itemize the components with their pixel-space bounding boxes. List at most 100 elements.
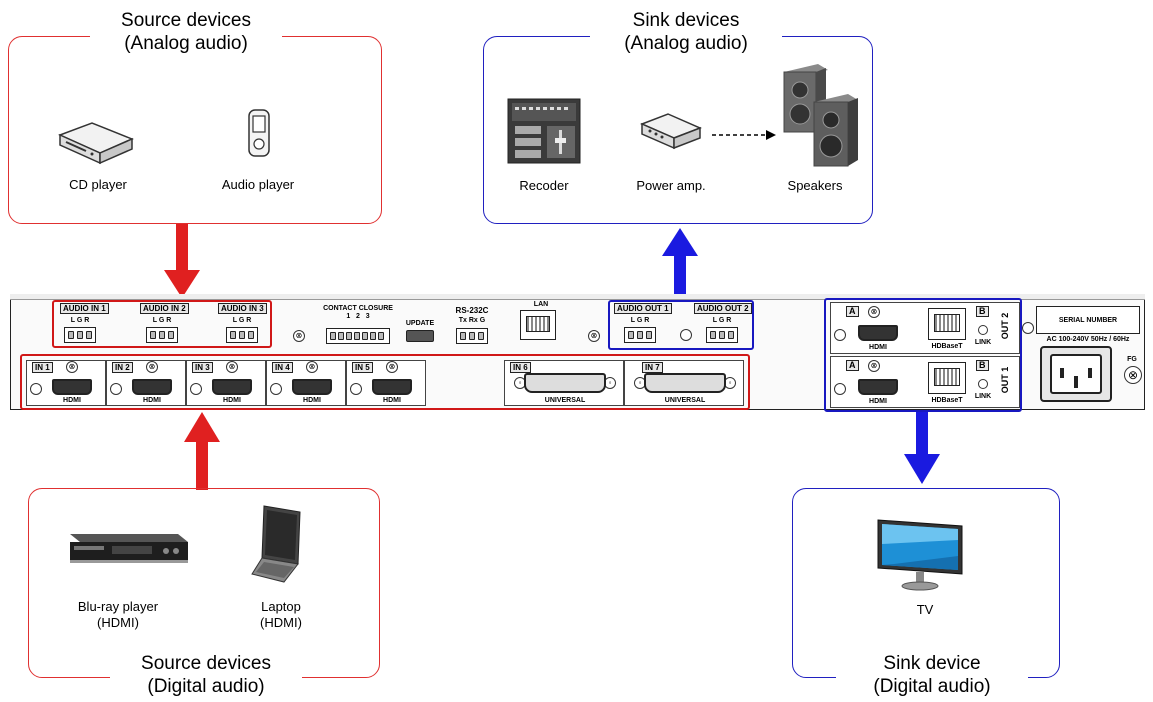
audio-out-indicator <box>680 329 692 341</box>
in-4-hdmi-port[interactable] <box>292 379 332 395</box>
contact-closure-terminal[interactable] <box>326 328 390 344</box>
audio-in-1-pins: L G R <box>70 317 90 324</box>
in-6-label: IN 6 <box>510 362 531 373</box>
in-5-label: IN 5 <box>352 362 373 373</box>
audio-out-2-label: AUDIO OUT 2 <box>694 303 752 314</box>
cd-player-label: CD player <box>69 177 127 192</box>
screw-icon: ⊗ <box>66 361 78 373</box>
outputs-highlight <box>824 298 1022 412</box>
dashed-arrow <box>712 130 776 140</box>
rs232c-terminal[interactable] <box>456 328 488 344</box>
speakers-label: Speakers <box>787 178 843 193</box>
out-2-hdmi-port[interactable] <box>858 325 898 341</box>
audio-out-1-terminal[interactable] <box>624 327 656 343</box>
in-4-hdmi-label: HDMI <box>303 397 321 404</box>
out-2-link-label: LINK <box>974 339 992 346</box>
screw-icon: ⊗ <box>868 360 880 372</box>
fg-label: FG <box>1127 356 1137 363</box>
contact-closure-numbers: 1 2 3 <box>346 313 370 320</box>
panel-indicator <box>1022 322 1034 334</box>
in-2-led <box>110 383 122 395</box>
audio-out-2-terminal[interactable] <box>706 327 738 343</box>
arrow-digital-out <box>904 412 940 484</box>
audio-in-3-terminal[interactable] <box>226 327 258 343</box>
power-pin <box>1088 368 1092 378</box>
out-2-led <box>834 329 846 341</box>
update-label: UPDATE <box>405 320 435 327</box>
panel-top-rail <box>10 294 1145 300</box>
screw-icon: ⊗ <box>293 330 305 342</box>
laptop-icon <box>251 505 301 583</box>
recorder-icon <box>507 98 581 164</box>
in-5-hdmi-port[interactable] <box>372 379 412 395</box>
speakers-icon <box>783 64 858 167</box>
arrow-analog-in <box>164 224 200 298</box>
sink-digital-title: Sink device (Digital audio) <box>836 652 1028 698</box>
source-digital-group <box>28 488 380 678</box>
out-2-hdmi-label: HDMI <box>869 344 887 351</box>
audio-player-icon <box>248 109 270 157</box>
audio-in-2-terminal[interactable] <box>146 327 178 343</box>
screw-icon: ⊗ <box>868 306 880 318</box>
audio-out-highlight <box>608 300 754 350</box>
power-amp-icon <box>640 113 702 150</box>
out-1-a-label: A <box>846 360 859 371</box>
out-1-hdbaset-inner <box>934 368 960 386</box>
in-6-dvi-port[interactable] <box>524 373 606 393</box>
lan-label: LAN <box>533 301 549 308</box>
bluray-player-icon <box>70 534 188 563</box>
screw-icon: ⊗ <box>306 361 318 373</box>
in-1-label: IN 1 <box>32 362 53 373</box>
out-1-hdmi-port[interactable] <box>858 379 898 395</box>
in-4-led <box>270 383 282 395</box>
screw-icon: ⊗ <box>146 361 158 373</box>
audio-out-1-pins: L G R <box>630 317 650 324</box>
out-2-link-led <box>978 325 988 335</box>
serial-number-label: SERIAL NUMBER <box>1036 306 1140 334</box>
in-1-led <box>30 383 42 395</box>
in-2-label: IN 2 <box>112 362 133 373</box>
audio-in-2-pins: L G R <box>152 317 172 324</box>
in-7-label: IN 7 <box>642 362 663 373</box>
audio-out-2-pins: L G R <box>712 317 732 324</box>
tv-label: TV <box>916 602 934 617</box>
in-2-hdmi-port[interactable] <box>132 379 172 395</box>
audio-in-2-label: AUDIO IN 2 <box>140 303 189 314</box>
audio-in-3-label: AUDIO IN 3 <box>218 303 267 314</box>
contact-closure-label: CONTACT CLOSURE <box>323 305 393 312</box>
source-digital-title: Source devices (Digital audio) <box>110 652 302 698</box>
out-2-b-label: B <box>976 306 989 317</box>
screw-icon: ⊗ <box>386 361 398 373</box>
in-3-hdmi-port[interactable] <box>212 379 252 395</box>
out-2-hdbaset-label: HDBaseT <box>931 343 963 350</box>
arrow-analog-out <box>662 228 698 300</box>
rs232c-pins: Tx Rx G <box>458 317 486 324</box>
audio-in-1-terminal[interactable] <box>64 327 96 343</box>
out-1-hdbaset-label: HDBaseT <box>931 397 963 404</box>
source-analog-title: Source devices (Analog audio) <box>90 9 282 55</box>
in-5-hdmi-label: HDMI <box>383 397 401 404</box>
rs232c-label: RS-232C <box>455 306 489 315</box>
out-1-led <box>834 383 846 395</box>
audio-in-3-pins: L G R <box>232 317 252 324</box>
power-inlet-socket <box>1050 354 1102 394</box>
in-2-hdmi-label: HDMI <box>143 397 161 404</box>
audio-in-highlight <box>52 300 272 348</box>
sink-analog-title: Sink devices (Analog audio) <box>590 9 782 55</box>
power-pin <box>1060 368 1064 378</box>
power-pin <box>1074 376 1078 388</box>
in-1-hdmi-port[interactable] <box>52 379 92 395</box>
in-6-universal-label: UNIVERSAL <box>544 397 586 404</box>
out-1-link-led <box>978 379 988 389</box>
out-2-a-label: A <box>846 306 859 317</box>
in-5-led <box>350 383 362 395</box>
power-label: AC 100-240V 50Hz / 60Hz <box>1046 336 1130 343</box>
fg-terminal[interactable]: ⊗ <box>1124 366 1142 384</box>
in-7-universal-label: UNIVERSAL <box>664 397 706 404</box>
out-1-b-label: B <box>976 360 989 371</box>
in-4-label: IN 4 <box>272 362 293 373</box>
in-3-label: IN 3 <box>192 362 213 373</box>
update-port[interactable] <box>406 330 434 342</box>
lan-port-inner <box>526 316 550 332</box>
in-7-dvi-port[interactable] <box>644 373 726 393</box>
